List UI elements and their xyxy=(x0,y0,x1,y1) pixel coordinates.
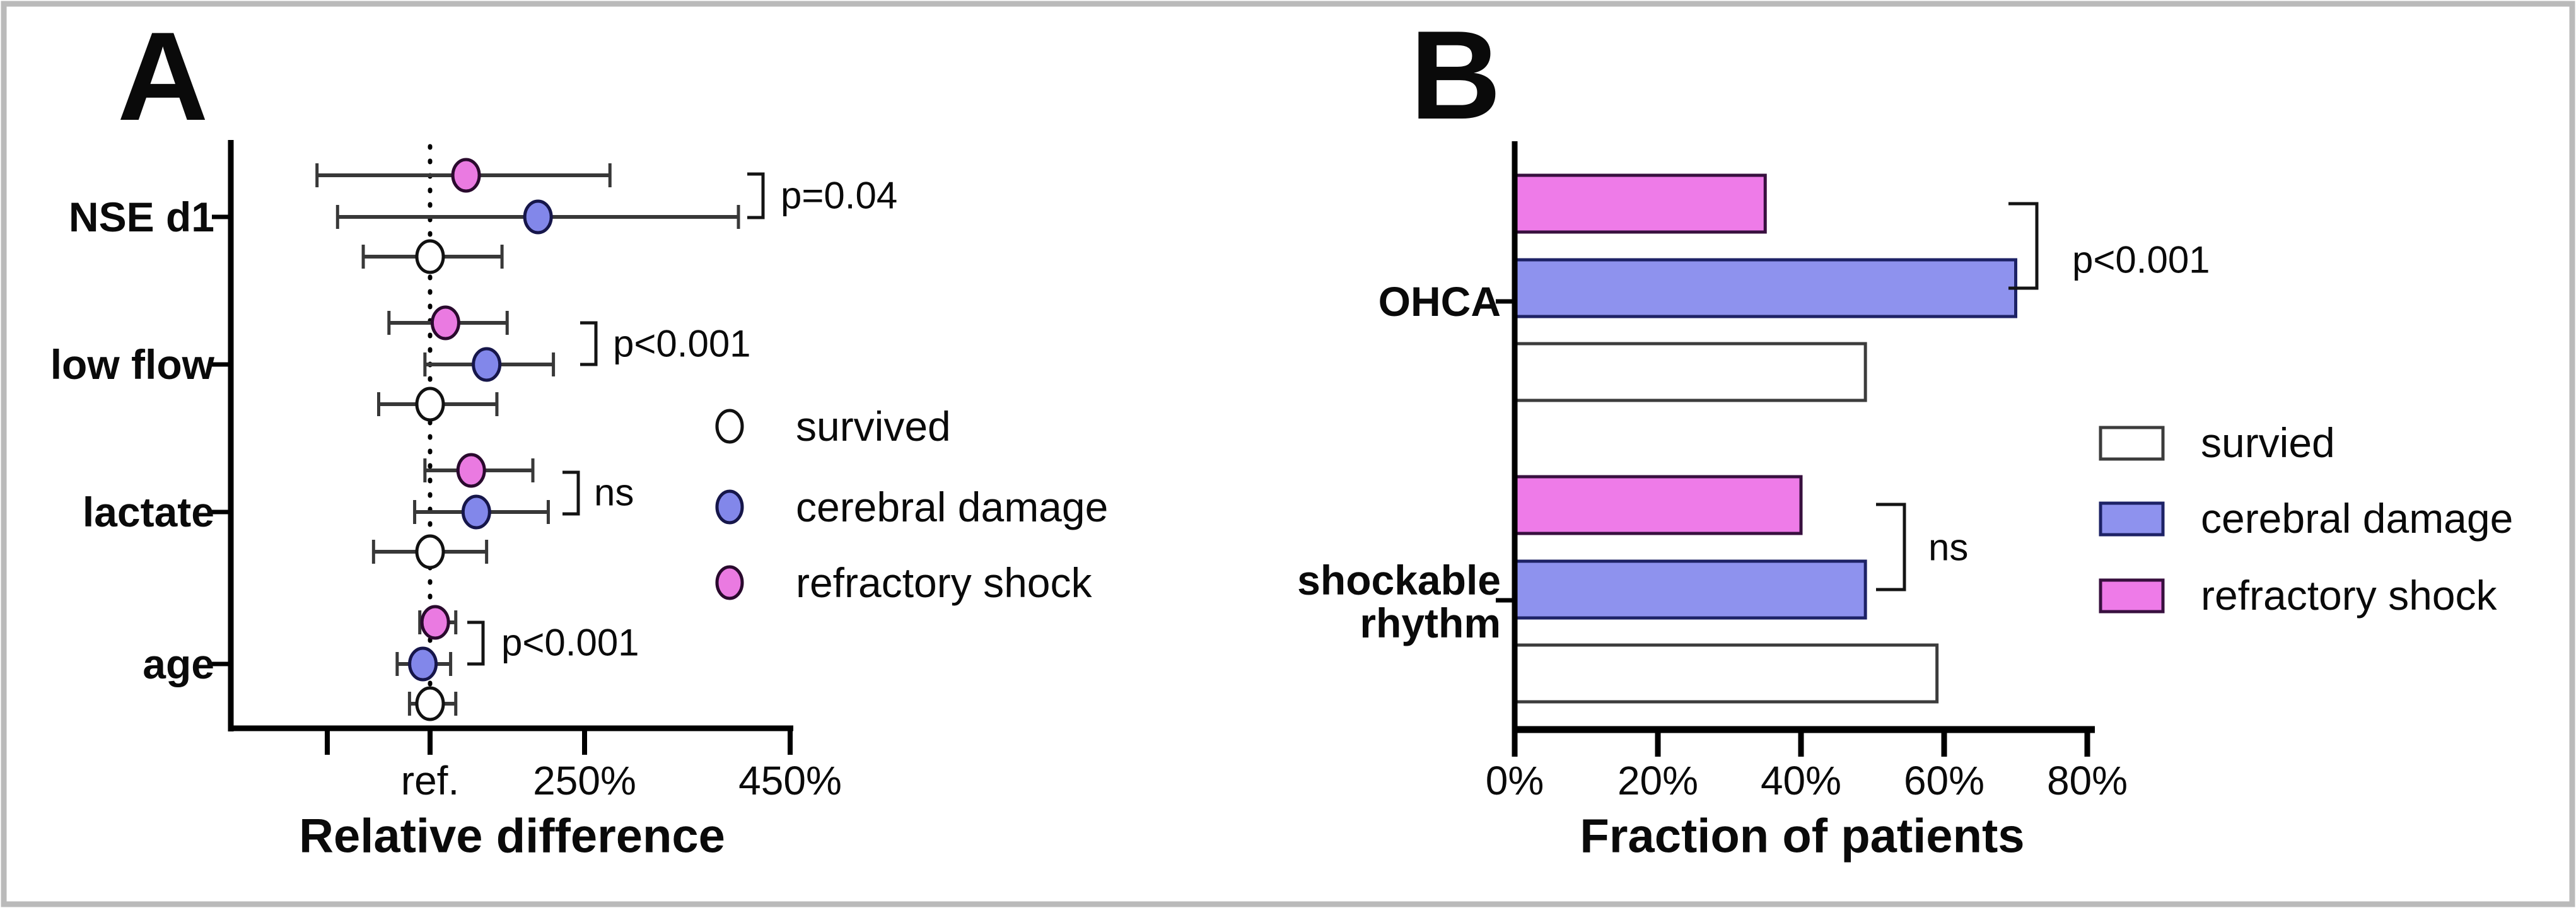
data-point-marker xyxy=(472,347,502,382)
significance-bracket xyxy=(580,321,598,366)
x-tick-label-60: 60% xyxy=(1904,758,1984,803)
significance-bracket xyxy=(562,470,580,516)
panel-b: B OHCA shockable rhythm 0% 20% 40% 60% 8… xyxy=(1297,5,2513,863)
category-label-rhythm: rhythm xyxy=(1360,600,1501,646)
bar xyxy=(1513,643,1939,704)
data-point-marker xyxy=(415,239,445,274)
data-point-marker xyxy=(456,453,486,488)
bar xyxy=(1513,173,1767,234)
legend-swatch-cerebral-damage xyxy=(2099,501,2165,537)
panel-a-x-axis-title: Relative difference xyxy=(299,810,725,863)
x-tick-label-ref: ref. xyxy=(401,758,459,803)
panel-a: A NSE d1 low flow lactate age ref. 250% … xyxy=(50,6,1109,863)
p-value-ohca: p<0.001 xyxy=(2072,239,2210,281)
significance-bracket xyxy=(1876,503,1906,591)
bar xyxy=(1513,342,1867,402)
significance-bracket xyxy=(467,620,485,666)
x-tick-label-0: 0% xyxy=(1486,758,1544,803)
significance-bracket xyxy=(747,172,765,219)
legend-label-cerebral-damage: cerebral damage xyxy=(796,484,1108,530)
data-point-marker xyxy=(430,305,460,340)
panel-b-marks xyxy=(1513,173,2017,704)
data-point-marker xyxy=(415,686,445,721)
data-point-marker xyxy=(415,387,445,422)
legend-marker-survived xyxy=(715,409,744,444)
data-point-marker xyxy=(451,158,481,193)
p-value-shockable: ns xyxy=(1928,527,1968,569)
category-label-nse-d1: NSE d1 xyxy=(69,194,214,240)
panel-a-legend: survived cerebral damage refractory shoc… xyxy=(715,403,1108,606)
p-value-lactate: ns xyxy=(594,472,634,514)
category-label-shockable: shockable xyxy=(1297,557,1501,603)
data-point-marker xyxy=(415,534,445,569)
bar xyxy=(1513,258,2017,318)
legend-marker-refractory-shock xyxy=(715,565,744,600)
legend-label-refractory-shock: refractory shock xyxy=(2201,572,2497,619)
panel-b-legend: survied cerebral damage refractory shock xyxy=(2099,419,2513,619)
panel-a-letter: A xyxy=(117,6,208,147)
p-value-nse: p=0.04 xyxy=(781,175,897,217)
legend-marker-cerebral-damage xyxy=(715,489,744,525)
p-value-low-flow: p<0.001 xyxy=(613,323,751,365)
x-tick-label-450: 450% xyxy=(738,758,842,803)
x-tick-label-250: 250% xyxy=(533,758,636,803)
category-label-low-flow: low flow xyxy=(50,341,215,388)
data-point-marker xyxy=(420,605,450,640)
bar xyxy=(1513,475,1803,535)
panel-a-marks xyxy=(315,158,740,721)
category-label-age: age xyxy=(143,641,214,687)
panel-b-x-axis-title: Fraction of patients xyxy=(1580,810,2024,863)
x-tick-label-80: 80% xyxy=(2047,758,2128,803)
x-tick-label-20: 20% xyxy=(1617,758,1698,803)
legend-label-refractory-shock: refractory shock xyxy=(796,559,1092,606)
bar xyxy=(1513,559,1867,620)
legend-swatch-survied xyxy=(2099,426,2165,461)
legend-label-survived: survived xyxy=(796,403,951,450)
significance-bracket xyxy=(2008,202,2039,290)
legend-swatch-refractory-shock xyxy=(2099,578,2165,614)
data-point-marker xyxy=(523,199,553,235)
p-value-age: p<0.001 xyxy=(501,622,639,664)
category-label-lactate: lactate xyxy=(83,489,214,535)
panel-b-letter: B xyxy=(1410,5,1501,146)
legend-label-cerebral-damage: cerebral damage xyxy=(2201,495,2513,542)
data-point-marker xyxy=(408,646,438,682)
data-point-marker xyxy=(461,494,491,530)
x-tick-label-40: 40% xyxy=(1761,758,1841,803)
category-label-ohca: OHCA xyxy=(1378,278,1501,325)
legend-label-survied: survied xyxy=(2201,419,2335,466)
